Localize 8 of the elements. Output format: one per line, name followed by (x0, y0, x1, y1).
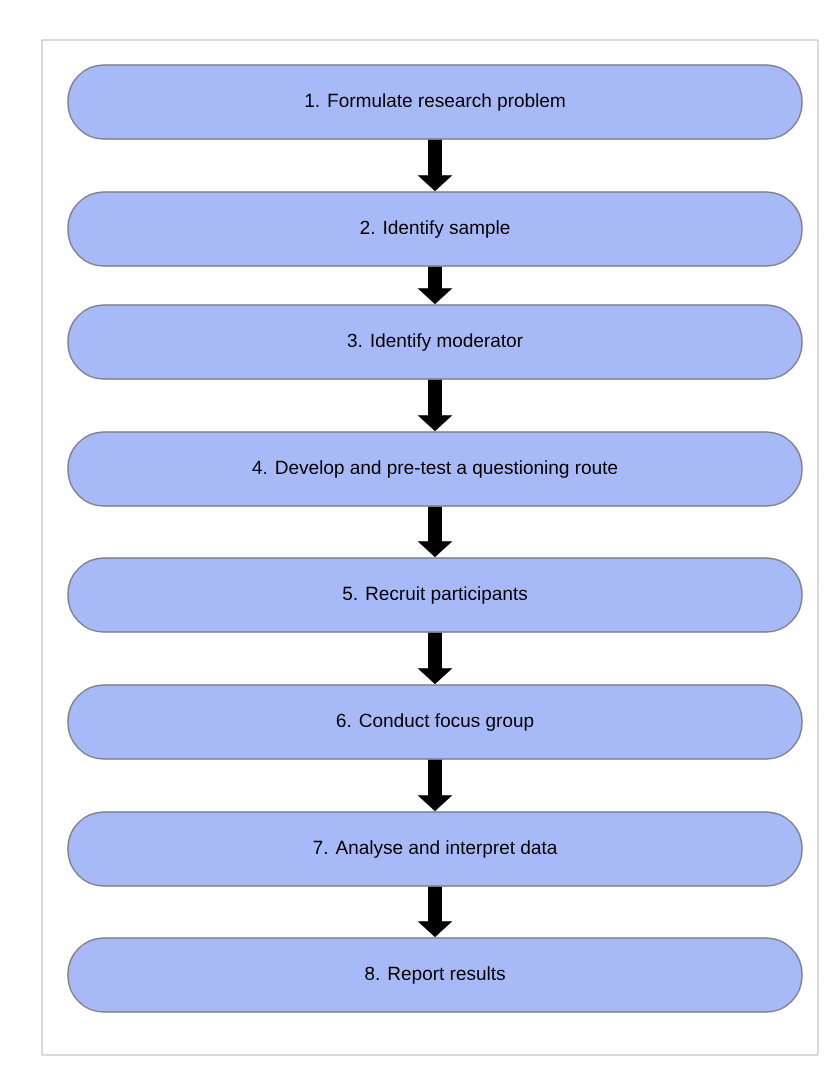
process-box: 3. Identify moderator (67, 304, 803, 380)
process-box: 8. Report results (67, 937, 803, 1013)
process-box: 4. Develop and pre-test a questioning route (67, 431, 803, 507)
process-box: 1. Formulate research problem (67, 64, 803, 140)
process-box: 6. Conduct focus group (67, 684, 803, 760)
process-box: 2. Identify sample (67, 191, 803, 267)
process-box: 5. Recruit participants (67, 557, 803, 633)
process-box: 7. Analyse and interpret data (67, 811, 803, 887)
